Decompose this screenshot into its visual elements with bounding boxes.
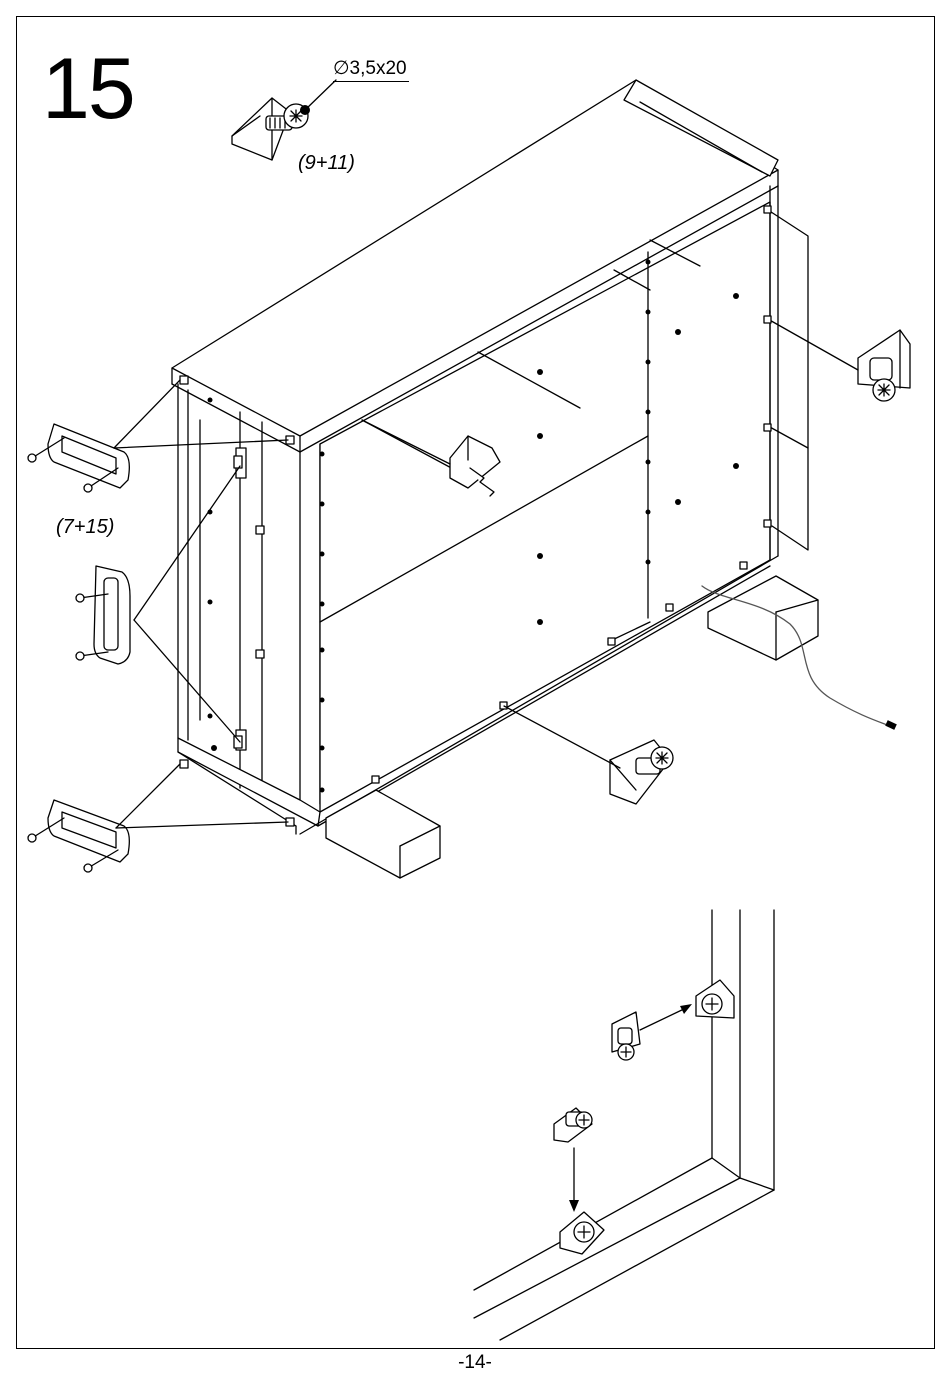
screw-spec-label: ∅3,5x20 xyxy=(333,57,409,82)
support-block-front xyxy=(326,790,440,878)
corner-bracket-icon xyxy=(554,1108,592,1142)
corner-bracket-icon xyxy=(560,1212,604,1254)
connector-plate-icon xyxy=(28,424,129,492)
page-number: -14- xyxy=(0,1352,950,1374)
connector-plate-icon xyxy=(28,800,129,872)
connector-plate-icon xyxy=(76,566,130,664)
support-block-back xyxy=(708,576,818,660)
cable-plug xyxy=(885,720,897,730)
top-group-label: (9+11) xyxy=(298,152,355,175)
corner-bracket-icon xyxy=(858,330,910,401)
corner-bracket-icon xyxy=(610,740,673,804)
arrow-icon xyxy=(640,1008,686,1030)
corner-bracket-icon xyxy=(696,980,734,1018)
detail-view xyxy=(474,910,774,1340)
step-number: 15 xyxy=(42,46,134,132)
corner-bracket-icon xyxy=(612,1012,640,1060)
side-group-label: (7+15) xyxy=(56,516,114,539)
